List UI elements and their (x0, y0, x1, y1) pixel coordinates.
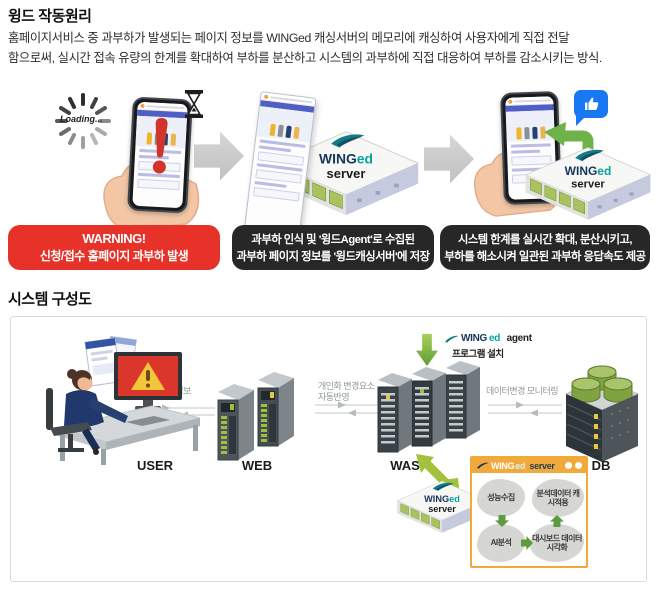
bubble-cache-apply: 분석데이터 캐시적용 (532, 479, 584, 517)
brand-wing: WING (424, 494, 449, 504)
brand-ed: ed (597, 164, 611, 178)
node-label-db: DB (591, 458, 611, 473)
wing-icon (476, 462, 489, 469)
site-logo-dot (140, 103, 145, 108)
bubble-collect: 성능수집 (477, 479, 525, 517)
warning-caption: WARNING! 신청/접수 홈페이지 과부하 발생 (8, 225, 220, 270)
database-icon (564, 365, 640, 462)
thumbs-up-bubble-tail (576, 116, 586, 126)
brand-wing: WING (319, 150, 357, 166)
winged-server-icon: WINGed server (396, 480, 488, 533)
monitor-alert-icon (114, 352, 182, 410)
node-label-web: WEB (241, 458, 273, 473)
svg-text:WINGed: WINGed (565, 164, 612, 178)
svg-text:WINGed: WINGed (319, 150, 373, 166)
bubble-ai-analysis: AI분석 (477, 524, 525, 562)
brand-wing: WING (461, 333, 488, 344)
brand-ed: ed (489, 333, 501, 344)
node-label-user: USER (136, 458, 174, 473)
brand-ed: ed (449, 494, 460, 504)
brand-ed: ed (357, 150, 373, 166)
node-label-was: WAS (390, 458, 420, 473)
link-label-personalize-line1: 개인화 변경요소 (318, 381, 375, 391)
brand-server: server (529, 460, 555, 471)
winged-server-icon: WINGed server (524, 147, 652, 220)
step3-caption-line1: 시스템 한계를 실시간 확대, 분산시키고, (457, 234, 633, 246)
web-servers-icon (217, 372, 294, 461)
user-figure-icon (46, 336, 201, 465)
smartphone-icon (127, 96, 193, 214)
brand-wing: WING (491, 460, 515, 471)
was-servers-icon (377, 361, 480, 453)
panel-status-dots (565, 462, 582, 469)
warning-text: 신청/접수 홈페이지 과부하 발생 (39, 249, 189, 263)
brand-agent: agent (506, 333, 532, 344)
svg-text:WINGed: WINGed (424, 494, 460, 504)
agent-install-label: 프로그램 설치 (452, 349, 504, 360)
db-cylinders-icon (571, 365, 633, 403)
overload-exclamation-icon (152, 118, 168, 174)
step2-caption-line2: 과부하 페이지 정보를 '윙드캐싱서버'에 저장 (236, 251, 430, 263)
warning-title: WARNING! (82, 231, 146, 246)
phone-screen (132, 101, 188, 209)
loading-label: Loading... (60, 114, 103, 124)
thumbs-up-icon (574, 90, 608, 118)
link-label-monitoring: 데이터변경 모니터링 (486, 386, 559, 396)
brand-server: server (428, 504, 456, 514)
step3-caption: 시스템 한계를 실시간 확대, 분산시키고, 부하를 해소시켜 일관된 과부하 … (440, 225, 650, 270)
step3-caption-line2: 부하를 해소시켜 일관된 과부하 응답속도 제공 (444, 251, 646, 263)
description-line1: 홈페이지서비스 중 과부하가 발생되는 페이지 정보를 WINGed 캐싱서버의… (8, 31, 570, 45)
section-title-principle: 윙드 작동원리 (8, 8, 92, 25)
brand-ed: ed (515, 460, 526, 471)
brand-wing: WING (565, 164, 598, 178)
section-title-architecture: 시스템 구성도 (8, 291, 92, 308)
loading-spinner-icon (55, 93, 111, 149)
description-line2: 함으로써, 실시간 접속 유량의 한계를 확대하여 부하를 분산하고 시스템의 … (8, 51, 602, 65)
winged-panel-body: 성능수집 분석데이터 캐시적용 AI분석 대시보드 데이터시각화 (472, 473, 586, 568)
hourglass-icon (185, 90, 203, 118)
wing-icon (445, 335, 459, 342)
bubble-dashboard: 대시보드 데이터시각화 (530, 524, 584, 562)
step2-caption: 과부하 인식 및 '윙드Agent'로 수집된 과부하 페이지 정보를 '윙드캐… (232, 225, 434, 270)
step2-caption-line1: 과부하 인식 및 '윙드Agent'로 수집된 (251, 234, 415, 246)
brand-server: server (327, 166, 366, 181)
link-label-personalize-line2: 자동반영 (318, 392, 350, 402)
brand-server: server (571, 179, 605, 191)
